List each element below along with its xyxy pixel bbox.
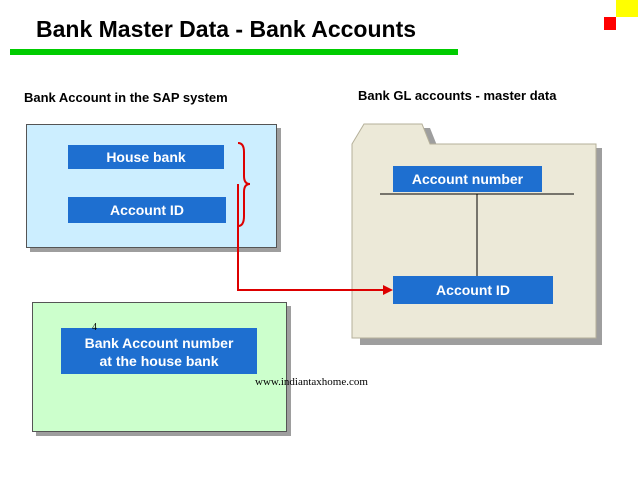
- house-bank-box: House bank: [68, 145, 224, 169]
- bank-account-number-line2: at the house bank: [99, 353, 219, 369]
- account-id-box-right: Account ID: [393, 276, 553, 304]
- account-id-box-left: Account ID: [68, 197, 226, 223]
- account-number-box: Account number: [393, 166, 542, 192]
- page-title: Bank Master Data - Bank Accounts: [36, 16, 417, 42]
- gl-accounts-label: Bank GL accounts - master data: [358, 88, 557, 103]
- slide-number: 4: [92, 322, 97, 333]
- sap-system-panel: [26, 124, 277, 248]
- corner-decoration-yellow: [616, 0, 638, 17]
- title-underline: [10, 49, 458, 55]
- bank-account-number-line1: Bank Account number: [84, 335, 234, 351]
- bank-account-number-box: Bank Account number at the house bank: [61, 328, 257, 374]
- folder-icon: [351, 123, 602, 345]
- corner-decoration-red: [604, 17, 616, 30]
- sap-system-label: Bank Account in the SAP system: [24, 90, 228, 105]
- watermark-text: www.indiantaxhome.com: [255, 376, 368, 388]
